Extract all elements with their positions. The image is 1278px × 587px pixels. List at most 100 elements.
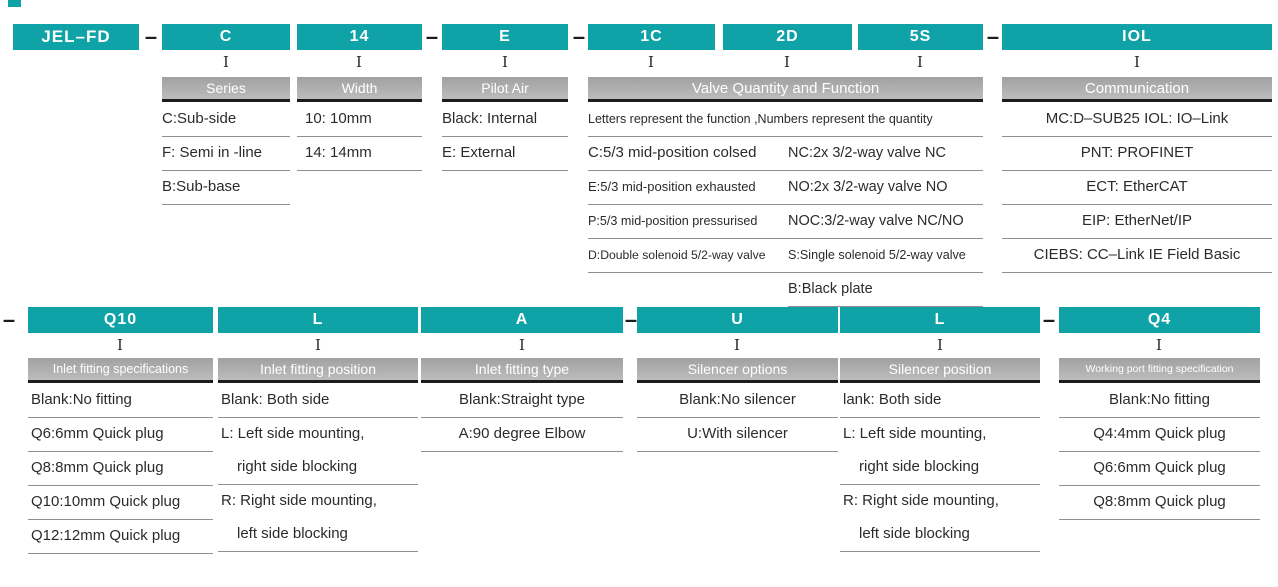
table-row: right side blocking: [840, 451, 1040, 485]
connector-icon: I: [648, 53, 654, 71]
table-note-row: Letters represent the function ,Numbers …: [588, 103, 983, 137]
code-box-model: JEL–FD: [13, 24, 139, 50]
table-row: Blank:No silencer: [637, 384, 838, 418]
table-row: Blank:No fitting: [1059, 384, 1260, 418]
table-row: P:5/3 mid-position pressurised: [588, 205, 788, 239]
connector-icon: I: [917, 53, 923, 71]
valve-right-column: NC:2x 3/2-way valve NC NO:2x 3/2-way val…: [788, 137, 983, 307]
code-box-series: C: [162, 24, 290, 50]
valve-left-column: C:5/3 mid-position colsed E:5/3 mid-posi…: [588, 137, 788, 307]
table-header-communication: Communication: [1002, 77, 1272, 102]
table-row: L: Left side mounting,: [221, 425, 365, 442]
table-row: 10: 10mm: [297, 103, 422, 137]
table-row: R: Right side mounting,: [843, 492, 999, 509]
dash-separator: –: [986, 24, 1000, 49]
dash-separator: –: [144, 24, 158, 49]
code-box-inlet-fitting-spec: Q10: [28, 307, 213, 333]
code-box-communication: IOL: [1002, 24, 1272, 50]
table-row: Q8:8mm Quick plug: [28, 452, 213, 486]
table-row: Q6:6mm Quick plug: [28, 418, 213, 452]
code-box-valve-1: 1C: [588, 24, 715, 50]
table-width: 10: 10mm 14: 14mm: [297, 103, 422, 171]
connector-icon: I: [315, 336, 321, 354]
table-series: C:Sub-side F: Semi in -line B:Sub-base: [162, 103, 290, 205]
table-row: right side blocking: [218, 451, 418, 485]
table-header-valve: Valve Quantity and Function: [588, 77, 983, 102]
table-row: B:Black plate: [788, 273, 983, 307]
table-working-port: Blank:No fitting Q4:4mm Quick plug Q6:6m…: [1059, 384, 1260, 520]
table-header-pilot-air: Pilot Air: [442, 77, 568, 102]
code-box-valve-3: 5S: [858, 24, 983, 50]
table-row: D:Double solenoid 5/2-way valve: [588, 239, 788, 273]
table-row: E:5/3 mid-position exhausted: [588, 171, 788, 205]
table-row: Blank:Straight type: [421, 384, 623, 418]
table-header-width: Width: [297, 77, 422, 102]
table-inlet-fitting-spec: Blank:No fitting Q6:6mm Quick plug Q8:8m…: [28, 384, 213, 554]
table-silencer-pos: lank: Both side L: Left side mounting, r…: [840, 384, 1040, 552]
dash-separator: –: [624, 307, 638, 332]
table-row: Q8:8mm Quick plug: [1059, 486, 1260, 520]
table-pilot-air: Black: Internal E: External: [442, 103, 568, 171]
table-row: NOC:3/2-way valve NC/NO: [788, 205, 983, 239]
connector-icon: I: [1156, 336, 1162, 354]
code-box-working-port: Q4: [1059, 307, 1260, 333]
table-row: F: Semi in -line: [162, 137, 290, 171]
connector-icon: I: [937, 336, 943, 354]
table-header-series: Series: [162, 77, 290, 102]
table-row: Q4:4mm Quick plug: [1059, 418, 1260, 452]
table-inlet-fitting-pos: Blank: Both side L: Left side mounting, …: [218, 384, 418, 552]
dash-separator: –: [425, 24, 439, 49]
dash-separator: –: [2, 307, 16, 332]
table-row: EIP: EtherNet/IP: [1002, 205, 1272, 239]
table-row: lank: Both side: [840, 384, 1040, 418]
table-row: Blank: Both side: [218, 384, 418, 418]
section-marker-fragment: [8, 0, 21, 7]
connector-icon: I: [502, 53, 508, 71]
table-row: Black: Internal: [442, 103, 568, 137]
table-row: left side blocking: [218, 518, 418, 552]
table-header-inlet-fitting-pos: Inlet fitting position: [218, 358, 418, 383]
table-row: E: External: [442, 137, 568, 171]
table-row: NC:2x 3/2-way valve NC: [788, 137, 983, 171]
table-header-inlet-fitting-type: Inlet fitting type: [421, 358, 623, 383]
code-box-silencer-pos: L: [840, 307, 1040, 333]
connector-icon: I: [223, 53, 229, 71]
table-row: Q10:10mm Quick plug: [28, 486, 213, 520]
dash-separator: –: [1042, 307, 1056, 332]
table-row: Blank:No fitting: [28, 384, 213, 418]
table-row: left side blocking: [840, 518, 1040, 552]
connector-icon: I: [519, 336, 525, 354]
code-box-valve-2: 2D: [723, 24, 852, 50]
connector-icon: I: [734, 336, 740, 354]
table-row: Q12:12mm Quick plug: [28, 520, 213, 554]
code-box-inlet-fitting-type: A: [421, 307, 623, 333]
table-header-silencer-options: Silencer options: [637, 358, 838, 383]
table-row: ECT: EtherCAT: [1002, 171, 1272, 205]
table-header-working-port: Working port fitting specification: [1059, 358, 1260, 383]
table-row: A:90 degree Elbow: [421, 418, 623, 452]
table-header-inlet-fitting-spec: Inlet fitting specifications: [28, 358, 213, 383]
table-valve: Letters represent the function ,Numbers …: [588, 103, 983, 307]
code-box-width: 14: [297, 24, 422, 50]
code-box-pilot-air: E: [442, 24, 568, 50]
table-row: 14: 14mm: [297, 137, 422, 171]
table-silencer-options: Blank:No silencer U:With silencer: [637, 384, 838, 452]
table-row: MC:D–SUB25 IOL: IO–Link: [1002, 103, 1272, 137]
table-row: S:Single solenoid 5/2-way valve: [788, 239, 983, 273]
code-box-inlet-fitting-pos: L: [218, 307, 418, 333]
code-box-silencer-options: U: [637, 307, 838, 333]
connector-icon: I: [1134, 53, 1140, 71]
table-communication: MC:D–SUB25 IOL: IO–Link PNT: PROFINET EC…: [1002, 103, 1272, 273]
table-row: PNT: PROFINET: [1002, 137, 1272, 171]
table-row: C:Sub-side: [162, 103, 290, 137]
table-row: R: Right side mounting,: [221, 492, 377, 509]
table-header-silencer-pos: Silencer position: [840, 358, 1040, 383]
table-row: CIEBS: CC–Link IE Field Basic: [1002, 239, 1272, 273]
connector-icon: I: [117, 336, 123, 354]
table-row: B:Sub-base: [162, 171, 290, 205]
table-row: L: Left side mounting,: [843, 425, 987, 442]
table-row: Q6:6mm Quick plug: [1059, 452, 1260, 486]
table-row: C:5/3 mid-position colsed: [588, 137, 788, 171]
table-inlet-fitting-type: Blank:Straight type A:90 degree Elbow: [421, 384, 623, 452]
